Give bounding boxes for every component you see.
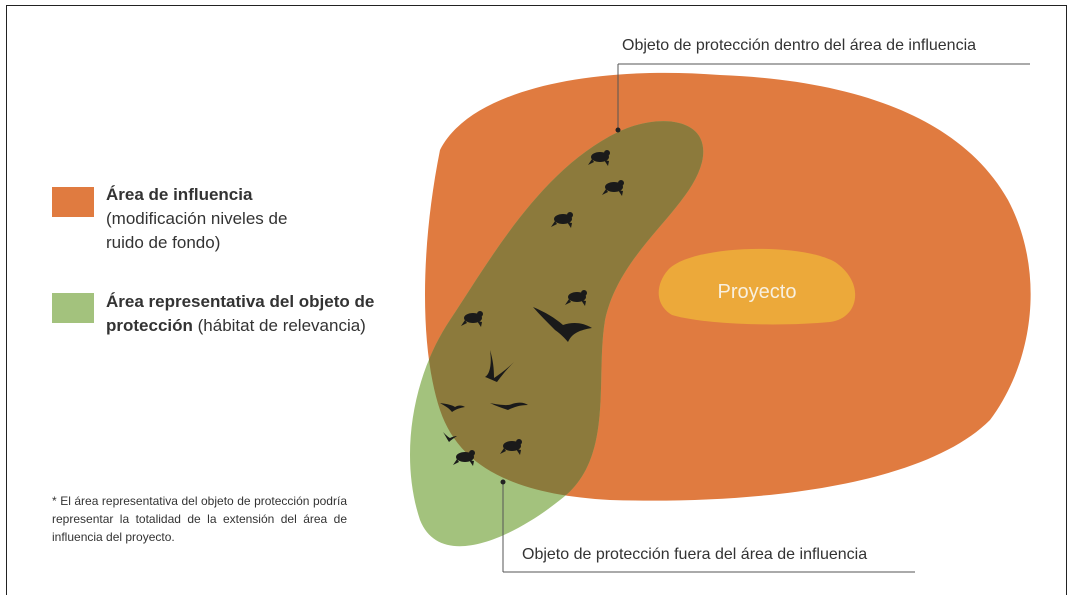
legend-habitat-desc: (hábitat de relevancia) bbox=[192, 316, 366, 335]
legend-influence: Área de influencia (modificación niveles… bbox=[106, 183, 336, 255]
legend-habitat-title-1: Área representativa del objeto de bbox=[106, 292, 375, 311]
frog-icons bbox=[453, 150, 624, 466]
bird-icon bbox=[490, 402, 528, 410]
bird-icon bbox=[485, 350, 514, 382]
bird-icon bbox=[440, 403, 465, 412]
frog-icon bbox=[588, 150, 610, 166]
legend-swatch-influence bbox=[52, 187, 94, 217]
frog-icon bbox=[500, 439, 522, 455]
bird-icons bbox=[440, 307, 592, 442]
frog-icon bbox=[453, 450, 475, 466]
callout-outside-dot bbox=[500, 479, 506, 485]
footnote: * El área representativa del objeto de p… bbox=[52, 494, 347, 544]
frog-icon bbox=[461, 311, 483, 327]
callout-inside-label: Objeto de protección dentro del área de … bbox=[622, 37, 977, 54]
callout-inside-dot bbox=[615, 127, 621, 133]
legend-influence-desc-2: ruido de fondo) bbox=[106, 233, 221, 252]
legend-habitat: Área representativa del objeto de protec… bbox=[106, 290, 406, 338]
legend-influence-desc-1: (modificación niveles de bbox=[106, 209, 288, 228]
frog-icon bbox=[602, 180, 624, 196]
frog-icon bbox=[551, 212, 573, 228]
bird-icon bbox=[533, 307, 592, 342]
bird-icon bbox=[443, 432, 457, 442]
frog-icon bbox=[565, 290, 587, 306]
callout-outside-label: Objeto de protección fuera del área de i… bbox=[522, 546, 868, 563]
project-label: Proyecto bbox=[718, 281, 797, 303]
figure-frame bbox=[6, 5, 1067, 595]
legend-habitat-title-2: protección bbox=[106, 316, 193, 335]
overlap-area bbox=[425, 121, 704, 501]
project-area bbox=[658, 248, 856, 325]
legend-influence-title: Área de influencia bbox=[106, 185, 253, 204]
legend-swatch-habitat bbox=[52, 293, 94, 323]
